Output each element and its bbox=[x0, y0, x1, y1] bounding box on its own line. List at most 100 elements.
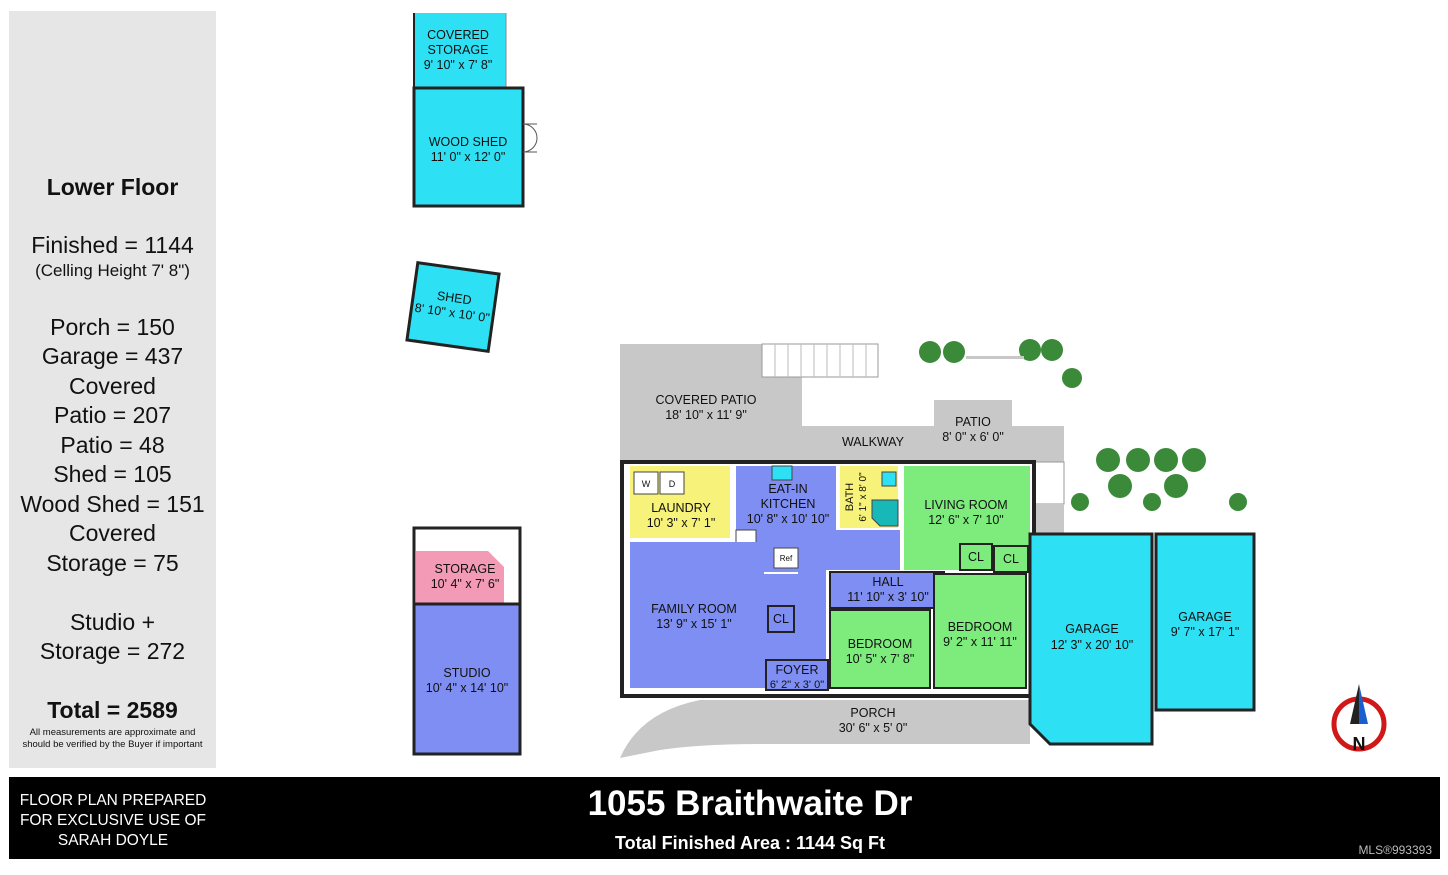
disclaimer-line-1: All measurements are approximate and bbox=[29, 727, 196, 738]
kitchen-label-2: KITCHEN bbox=[761, 497, 816, 511]
covered-patio-area: Patio = 207 bbox=[53, 402, 171, 428]
shed-area: Shed = 105 bbox=[53, 461, 172, 487]
foyer-dim: 6' 2" x 3' 0" bbox=[770, 679, 824, 691]
total-finished-area: Total Finished Area : 1144 Sq Ft bbox=[614, 833, 886, 853]
prepared-line-3: SARAH DOYLE bbox=[57, 832, 169, 849]
floor-title: Lower Floor bbox=[46, 174, 179, 200]
bedroom-1 bbox=[829, 609, 931, 689]
walkway-label: WALKWAY bbox=[842, 435, 905, 449]
bath-dim: 6' 1" x 8' 0" bbox=[858, 472, 869, 522]
storage-dim: 10' 4" x 7' 6" bbox=[431, 577, 500, 591]
porch-area bbox=[620, 700, 1030, 758]
garage-area: Garage = 437 bbox=[41, 343, 184, 369]
family-room bbox=[630, 542, 764, 688]
garage-1-dim: 12' 3" x 20' 10" bbox=[1051, 638, 1133, 652]
bedroom-2-dim: 9' 2" x 11' 11" bbox=[943, 635, 1017, 649]
covered-patio-dim: 18' 10" x 11' 9" bbox=[665, 408, 747, 422]
studio-label: Studio + bbox=[69, 609, 156, 635]
studio-room bbox=[412, 602, 522, 756]
disclaimer-line-2: should be verified by the Buyer if impor… bbox=[22, 739, 203, 750]
patio-area bbox=[934, 400, 1012, 430]
walkway-area bbox=[802, 426, 1064, 462]
bedroom-2 bbox=[933, 573, 1027, 689]
porch-dim: 30' 6" x 5' 0" bbox=[839, 721, 908, 735]
bedroom-1-label: BEDROOM bbox=[848, 637, 913, 651]
garage-2-label: GARAGE bbox=[1178, 610, 1232, 624]
toilet-icon bbox=[881, 471, 897, 487]
wood-shed-area: Wood Shed = 151 bbox=[20, 491, 205, 517]
covered-storage-dim: 9' 10" x 7' 8" bbox=[424, 58, 493, 72]
hall-label: HALL bbox=[872, 575, 903, 589]
bedroom-1-dim: 10' 5" x 7' 8" bbox=[846, 652, 915, 666]
patio-dim: 8' 0" x 6' 0" bbox=[942, 430, 1004, 444]
bath-label: BATH bbox=[844, 483, 856, 512]
family-room-label: FAMILY ROOM bbox=[651, 602, 737, 616]
total-area: Total = 2589 bbox=[47, 697, 178, 723]
foyer-label: FOYER bbox=[775, 663, 818, 677]
kitchen-room bbox=[736, 466, 900, 618]
wood-shed-dim: 11' 0" x 12' 0" bbox=[431, 150, 506, 164]
washer-icon bbox=[633, 471, 659, 495]
prepared-line-1: FLOOR PLAN PREPARED bbox=[19, 792, 207, 809]
closet-label-2: CL bbox=[1003, 552, 1019, 566]
ceiling-height: (Celling Height 7' 8") bbox=[35, 261, 190, 280]
compass-label: N bbox=[1353, 734, 1366, 754]
closet-bedroom bbox=[993, 545, 1029, 573]
studio-label: STUDIO bbox=[443, 666, 491, 680]
covered-storage-area: Storage = 75 bbox=[46, 550, 179, 576]
door-swing-icon bbox=[522, 123, 538, 153]
closet-foyer bbox=[767, 605, 795, 633]
prepared-line-2: FOR EXCLUSIVE USE OF bbox=[19, 812, 207, 829]
covered-patio-label: COVERED PATIO bbox=[656, 393, 757, 407]
refrigerator-icon bbox=[773, 547, 799, 569]
covered-storage-label: Covered bbox=[69, 520, 156, 546]
area-summary-panel: Lower Floor Finished = 1144 (Celling Hei… bbox=[9, 11, 216, 768]
studio-storage-area: Storage = 272 bbox=[39, 638, 186, 664]
refrigerator-label: Ref bbox=[780, 554, 793, 563]
closet-label-1: CL bbox=[968, 550, 984, 564]
garage-1-label: GARAGE bbox=[1065, 622, 1119, 636]
foyer-area bbox=[765, 659, 829, 691]
north-compass-icon: N bbox=[1331, 684, 1387, 754]
shed-room: SHED 8' 10" x 10' 0" bbox=[405, 260, 501, 354]
covered-storage-room bbox=[414, 13, 506, 88]
prepared-for: FLOOR PLAN PREPARED FOR EXCLUSIVE USE OF… bbox=[9, 791, 217, 851]
washer-label: W bbox=[642, 479, 651, 489]
kitchen-label-1: EAT-IN bbox=[768, 482, 807, 496]
tree-icons bbox=[919, 339, 1247, 511]
wood-shed-label: WOOD SHED bbox=[429, 135, 507, 149]
kitchen-dim: 10' 8" x 10' 10" bbox=[747, 512, 829, 526]
hall-area bbox=[829, 571, 945, 609]
laundry-dim: 10' 3" x 7' 1" bbox=[647, 516, 716, 530]
covered-patio-label: Covered bbox=[69, 373, 156, 399]
living-room-dim: 12' 6" x 7' 10" bbox=[928, 513, 1004, 527]
family-room-dim: 13' 9" x 15' 1" bbox=[656, 617, 732, 631]
finished-area: Finished = 1144 bbox=[31, 232, 194, 258]
living-room-label: LIVING ROOM bbox=[924, 498, 1007, 512]
covered-storage-label-2: STORAGE bbox=[428, 43, 489, 57]
sink-icon bbox=[771, 465, 793, 481]
storage-label: STORAGE bbox=[435, 562, 496, 576]
closet-living bbox=[959, 543, 993, 571]
property-address: 1055 Braithwaite Dr bbox=[587, 784, 913, 823]
studio-dim: 10' 4" x 14' 10" bbox=[426, 681, 508, 695]
shower-icon bbox=[871, 499, 899, 527]
patio-label: PATIO bbox=[955, 415, 991, 429]
closet-label-3: CL bbox=[773, 612, 789, 626]
garage-2-dim: 9' 7" x 17' 1" bbox=[1171, 625, 1240, 639]
mls-number: MLS®993393 bbox=[1358, 843, 1432, 857]
covered-storage-label-1: COVERED bbox=[427, 28, 489, 42]
hall-dim: 11' 10" x 3' 10" bbox=[847, 590, 929, 604]
garage-1 bbox=[1028, 532, 1154, 746]
storage-room bbox=[416, 551, 504, 603]
bedroom-2-label: BEDROOM bbox=[948, 620, 1013, 634]
dryer-icon bbox=[659, 471, 685, 495]
porch-label: PORCH bbox=[850, 706, 895, 720]
shed-label: SHED bbox=[436, 289, 472, 308]
porch-area: Porch = 150 bbox=[50, 314, 175, 340]
patio-area: Patio = 48 bbox=[60, 432, 165, 458]
dryer-label: D bbox=[669, 479, 676, 489]
side-stairs-icon bbox=[1033, 461, 1065, 505]
garage-2 bbox=[1154, 532, 1256, 712]
